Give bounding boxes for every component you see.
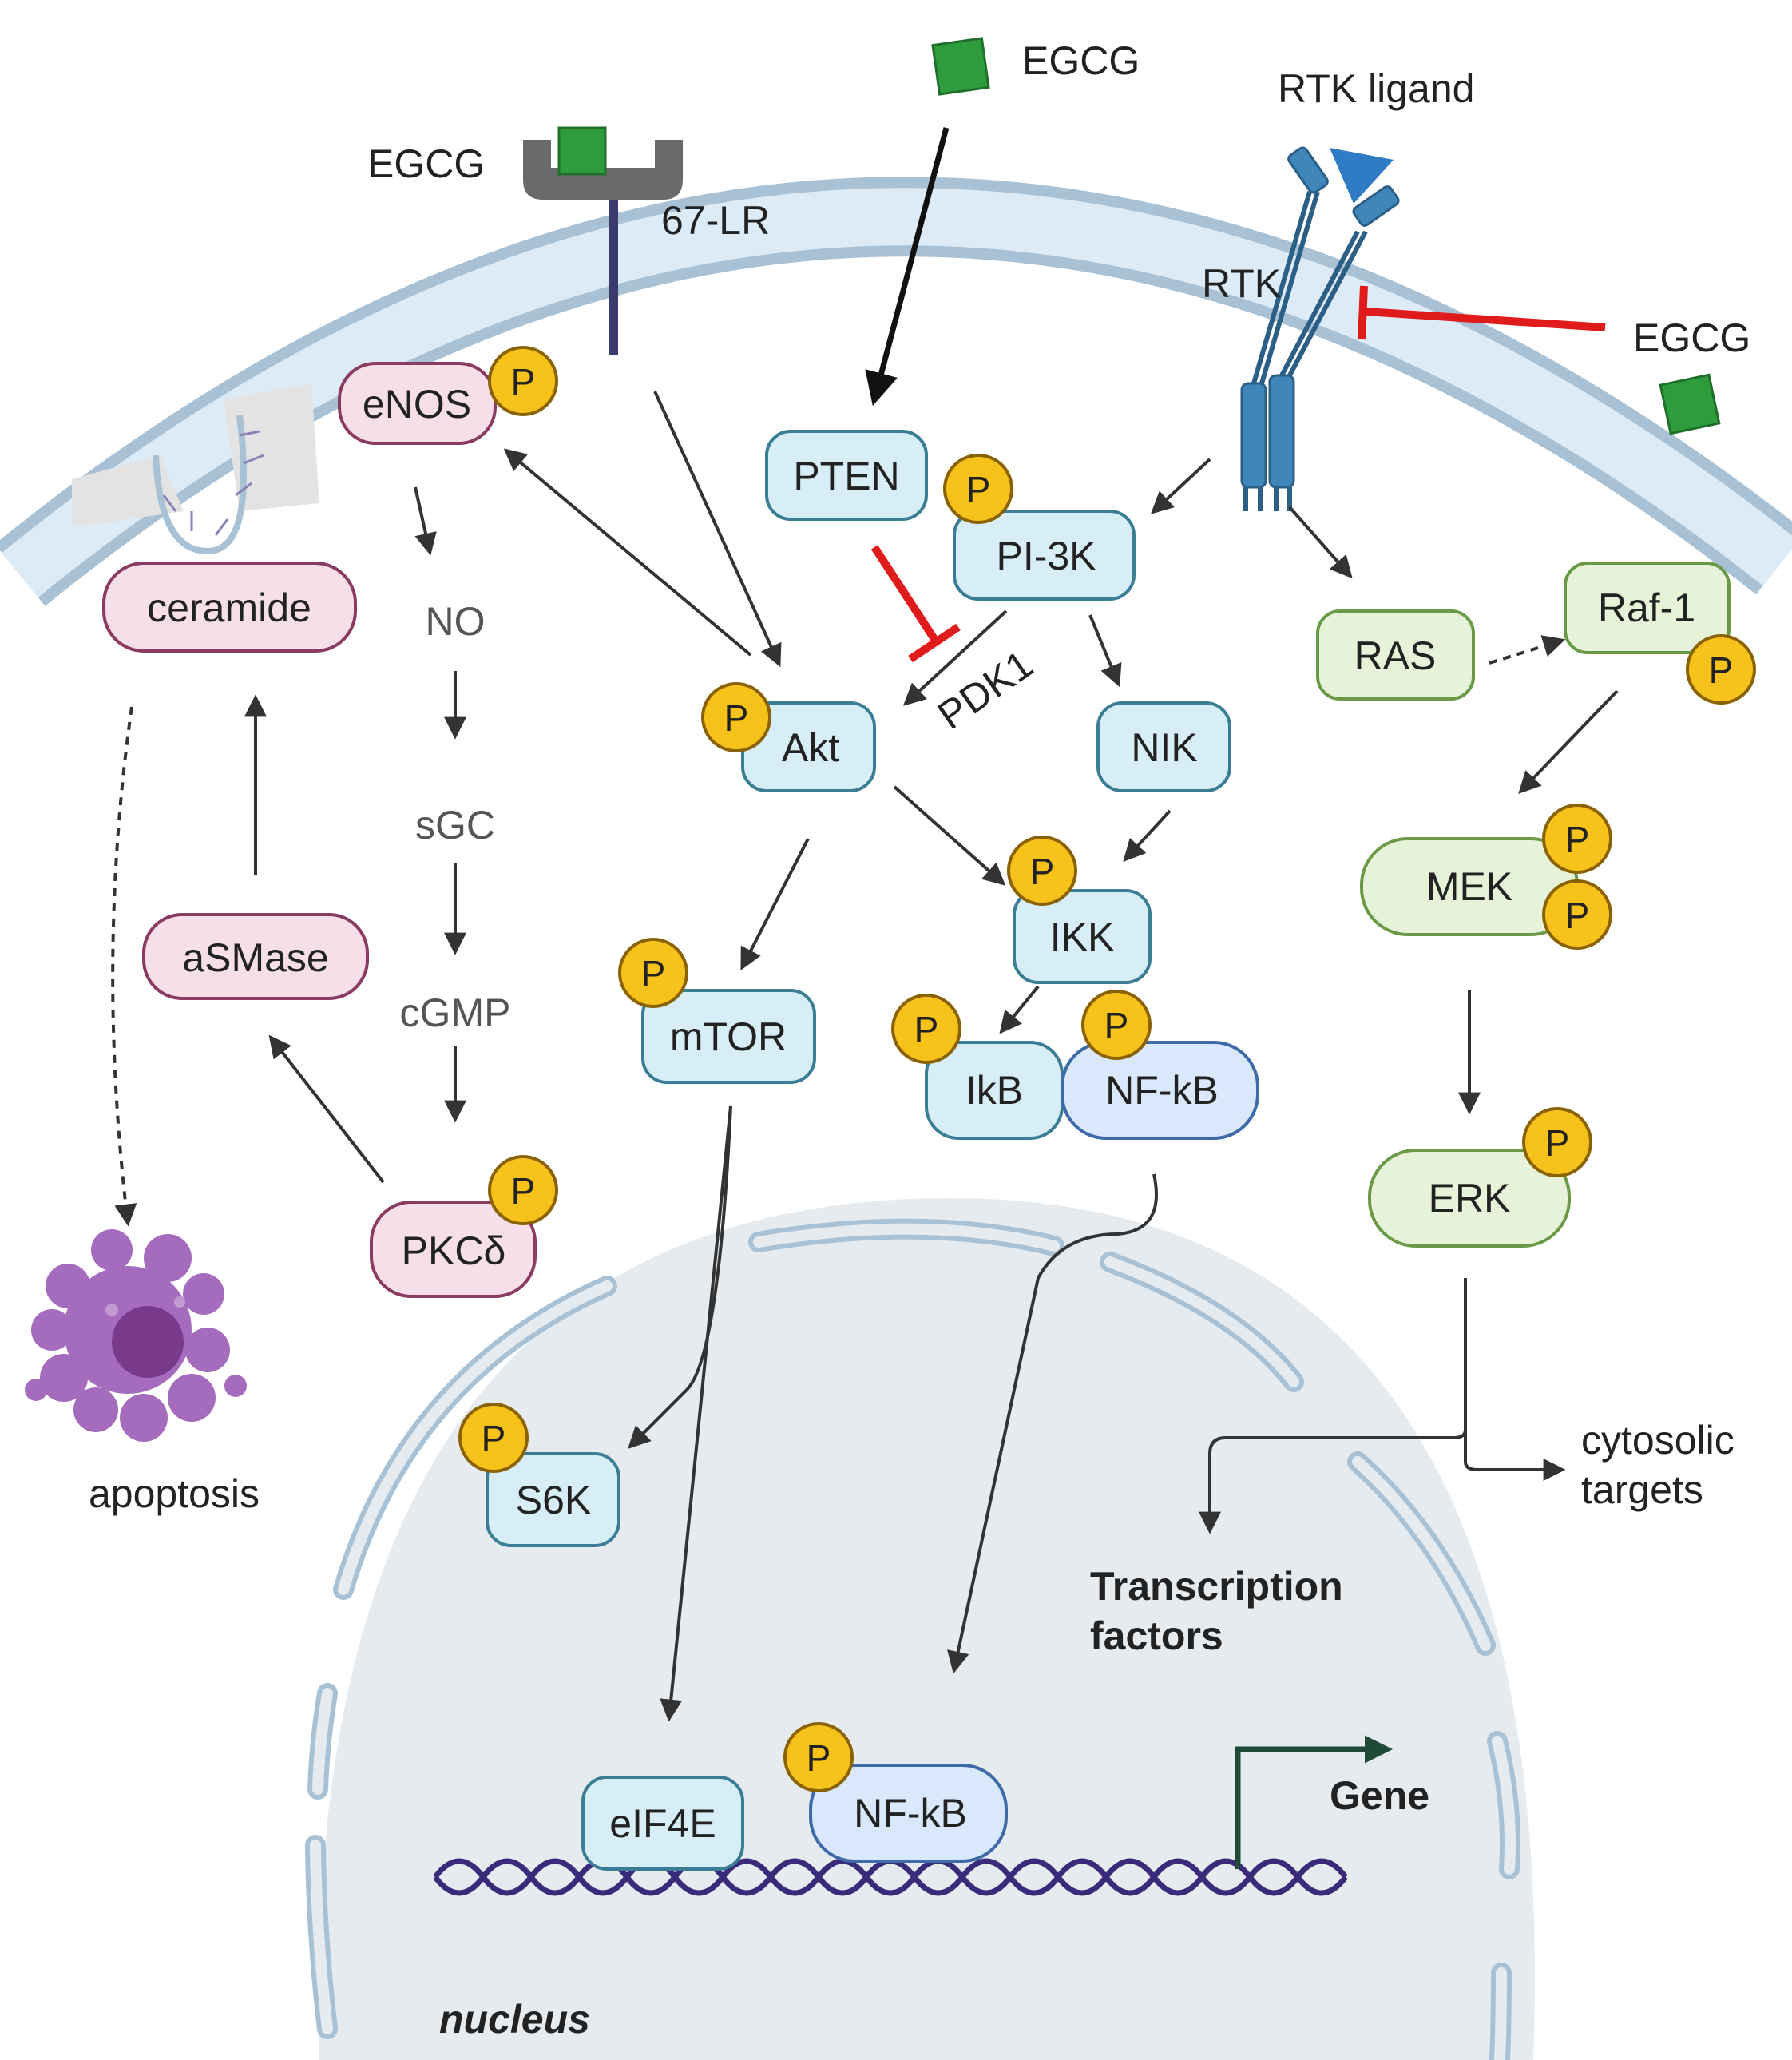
label-egcg-right: EGCG [1633, 316, 1750, 360]
svg-text:PKCδ: PKCδ [402, 1228, 506, 1273]
svg-text:Raf-1: Raf-1 [1598, 585, 1695, 630]
node-nfkb-nuclear: NF-kB [809, 1764, 1008, 1863]
arrows [111, 127, 1619, 1722]
rtk-receptor-icon [1240, 146, 1400, 511]
svg-text:ERK: ERK [1429, 1176, 1511, 1221]
node-ras: RAS [1316, 609, 1475, 701]
node-s6k: S6K [486, 1452, 620, 1547]
svg-text:PTEN: PTEN [793, 454, 899, 498]
phospho-raf1: P [1686, 634, 1756, 705]
phospho-akt: P [701, 682, 771, 752]
svg-text:P: P [1104, 1005, 1129, 1046]
node-pkcd: PKCδ [370, 1201, 537, 1298]
svg-text:eNOS: eNOS [363, 382, 471, 427]
svg-text:aSMase: aSMase [182, 935, 328, 980]
node-erk: ERK [1368, 1149, 1571, 1248]
label-67lr: 67-LR [661, 198, 770, 243]
node-ceramide: ceramide [102, 562, 357, 653]
phospho-ikb: P [891, 994, 961, 1064]
node-ikb: IkB [925, 1041, 1064, 1140]
svg-text:P: P [482, 1418, 506, 1459]
phospho-ikk: P [1007, 836, 1077, 906]
phospho-nfkb-nuclear: P [783, 1722, 854, 1792]
apoptotic-cell-icon [25, 1229, 247, 1442]
inhibition-pten-pdk1 [870, 545, 961, 663]
node-raf1: Raf-1 [1564, 562, 1731, 654]
svg-text:P: P [511, 1170, 536, 1212]
phospho-mtor: P [618, 938, 688, 1008]
svg-text:PI-3K: PI-3K [996, 534, 1096, 578]
node-nik: NIK [1096, 701, 1231, 792]
svg-text:P: P [914, 1009, 939, 1050]
label-transcription: Transcription [1090, 1564, 1343, 1609]
label-nucleus: nucleus [439, 1997, 590, 2042]
node-asmase: aSMase [142, 913, 369, 1000]
node-akt: Akt [741, 701, 876, 792]
node-no: NO [426, 599, 486, 644]
label-factors: factors [1090, 1613, 1223, 1658]
svg-text:P: P [1565, 895, 1590, 936]
phospho-pkcd: P [488, 1155, 558, 1225]
node-cgmp: cGMP [400, 990, 511, 1035]
svg-text:P: P [1565, 819, 1590, 860]
svg-text:P: P [724, 697, 749, 739]
svg-text:P: P [1545, 1122, 1570, 1164]
svg-text:NIK: NIK [1131, 725, 1197, 770]
label-gene: Gene [1330, 1773, 1429, 1818]
node-enos: eNOS [338, 362, 497, 445]
ligand-icon [1330, 148, 1394, 204]
svg-text:P: P [1709, 649, 1734, 691]
phospho-s6k: P [458, 1403, 529, 1473]
svg-text:IKK: IKK [1050, 915, 1115, 959]
svg-text:P: P [966, 469, 991, 510]
label-egcg-top: EGCG [1022, 38, 1140, 83]
phospho-erk: P [1522, 1107, 1592, 1177]
caveola-icon [72, 383, 319, 555]
label-rtk-ligand: RTK ligand [1278, 66, 1474, 111]
svg-text:ceramide: ceramide [147, 585, 311, 630]
svg-text:P: P [511, 361, 536, 403]
node-ikk: IKK [1013, 889, 1152, 984]
label-apoptosis: apoptosis [89, 1471, 260, 1516]
label-targets: targets [1581, 1467, 1703, 1512]
egcg-square-icon [931, 37, 990, 96]
svg-text:S6K: S6K [516, 1478, 592, 1522]
node-nfkb: NF-kB [1061, 1041, 1259, 1140]
phospho-mek-2: P [1542, 879, 1612, 950]
svg-text:NF-kB: NF-kB [854, 1791, 967, 1836]
gene-arrow-icon [1235, 1735, 1393, 1869]
egcg-square-icon [557, 126, 607, 176]
inhibition-egcg-rtk [1358, 285, 1606, 340]
svg-text:P: P [1030, 851, 1055, 892]
label-pdk1: PDK1 [930, 641, 1041, 738]
svg-text:mTOR: mTOR [670, 1014, 787, 1059]
node-mek: MEK [1360, 837, 1579, 936]
node-sgc: sGC [415, 803, 495, 847]
egcg-square-icon [1659, 373, 1721, 435]
svg-text:IkB: IkB [965, 1068, 1023, 1113]
phospho-nfkb: P [1081, 990, 1152, 1060]
svg-text:eIF4E: eIF4E [609, 1801, 716, 1846]
node-pten: PTEN [765, 430, 928, 521]
phospho-pi3k: P [943, 454, 1013, 524]
node-pi3k: PI-3K [953, 510, 1136, 601]
nucleus [305, 1198, 1535, 2060]
node-mtor: mTOR [641, 989, 816, 1084]
svg-text:P: P [641, 953, 666, 994]
svg-text:RAS: RAS [1354, 633, 1437, 678]
svg-text:P: P [807, 1737, 831, 1779]
phospho-badges: P P P P P P P P P P P P P P [458, 346, 1756, 1792]
node-eif4e: eIF4E [581, 1776, 744, 1871]
phospho-mek-1: P [1542, 804, 1612, 874]
label-egcg-left: EGCG [367, 141, 485, 186]
label-cytosolic: cytosolic [1581, 1418, 1735, 1463]
svg-text:NF-kB: NF-kB [1105, 1068, 1219, 1113]
svg-text:MEK: MEK [1426, 864, 1512, 909]
label-rtk: RTK [1202, 261, 1281, 306]
svg-text:Akt: Akt [782, 725, 839, 770]
phospho-enos: P [488, 346, 558, 416]
